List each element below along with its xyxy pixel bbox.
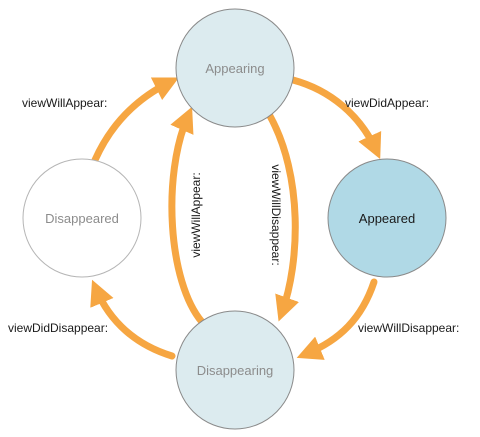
transition-arrows <box>90 76 382 360</box>
state-appearing-label: Appearing <box>205 61 264 76</box>
arrow-will-appear-from-disappeared <box>91 77 180 164</box>
state-disappearing-label: Disappearing <box>197 363 274 378</box>
label-will-appear-from-disappeared: viewWillAppear: <box>22 96 107 110</box>
label-will-disappear-from-appeared: viewWillDisappear: <box>358 321 459 335</box>
label-did-disappear: viewDidDisappear: <box>8 321 108 335</box>
arrow-did-disappear <box>90 279 176 360</box>
arrow-will-appear-from-disappearing <box>168 106 206 326</box>
transition-labels: viewWillAppear: viewDidAppear: viewWillD… <box>8 96 459 335</box>
label-will-appear-from-disappearing: viewWillAppear: <box>189 172 203 257</box>
state-disappearing: Disappearing <box>175 310 295 430</box>
label-will-disappear-from-appearing: viewWillDisappear: <box>269 164 283 265</box>
state-appeared-label: Appeared <box>359 211 415 226</box>
state-disappeared-circle <box>22 158 142 278</box>
arrow-will-disappear-from-appearing <box>266 112 299 322</box>
state-disappeared: Disappeared <box>22 158 142 278</box>
arrow-will-disappear-from-appeared <box>296 278 378 360</box>
arrow-did-appear <box>289 76 382 160</box>
label-did-appear: viewDidAppear: <box>345 96 429 110</box>
state-disappeared-label: Disappeared <box>45 211 119 226</box>
state-appearing: Appearing <box>175 8 295 128</box>
state-disappearing-circle <box>175 310 295 430</box>
state-appeared-circle <box>327 158 447 278</box>
state-appearing-circle <box>175 8 295 128</box>
state-appeared: Appeared <box>327 158 447 278</box>
